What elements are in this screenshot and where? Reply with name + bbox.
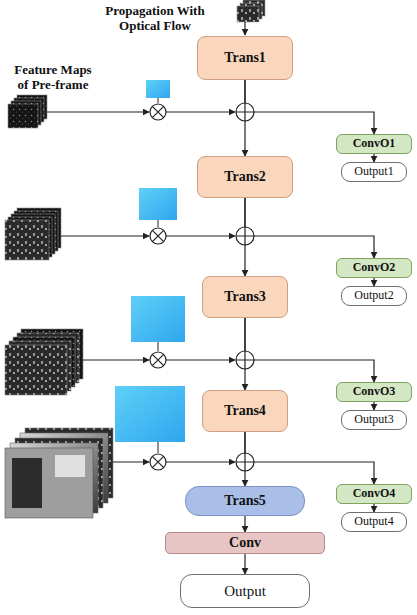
trans-block: Trans4 — [202, 390, 288, 432]
warp-arrow — [166, 111, 235, 112]
flow-link — [158, 220, 159, 227]
feature-stack — [8, 95, 47, 128]
side-conv-block: ConvO3 — [336, 382, 412, 402]
trans-block: Trans3 — [202, 276, 288, 318]
node-label: ConvO2 — [353, 261, 396, 274]
node-label: Trans1 — [224, 50, 266, 65]
connector — [373, 278, 374, 286]
connector — [373, 504, 374, 512]
add-circle — [236, 453, 254, 471]
add-circle — [236, 351, 254, 369]
node-label: ConvO3 — [353, 385, 396, 398]
multiply-circle — [150, 352, 166, 368]
multiply-circle — [150, 228, 166, 244]
node-label: Trans3 — [224, 289, 266, 304]
image-detail — [55, 455, 85, 477]
output-box: Output4 — [341, 512, 407, 532]
warp-arrow — [166, 235, 235, 236]
warp-arrow — [166, 461, 235, 462]
node-label: Output2 — [354, 289, 393, 302]
annotation-label: Propagation With Optical Flow — [100, 3, 210, 33]
connector — [245, 198, 374, 258]
add-cross — [236, 351, 254, 369]
connector — [244, 554, 245, 574]
add-cross — [236, 103, 254, 121]
add-circle — [236, 227, 254, 245]
connector — [245, 318, 374, 382]
side-conv-block: ConvO4 — [336, 484, 412, 504]
output-box: Output — [180, 574, 310, 608]
conv-block: Conv — [165, 532, 325, 554]
output-box: Output1 — [341, 162, 407, 182]
multiply-cross — [152, 106, 163, 117]
node-label: Conv — [229, 535, 261, 550]
trans-block: Trans2 — [197, 156, 293, 198]
multiply-cross — [152, 456, 163, 467]
node-label: ConvO4 — [353, 487, 396, 500]
node-label: ConvO1 — [353, 137, 396, 150]
output-box: Output3 — [341, 410, 407, 430]
feature-arrow — [113, 461, 149, 462]
warp-arrow — [166, 359, 235, 360]
multiply-cross — [152, 354, 163, 365]
multiply-symbol — [150, 104, 166, 470]
feature-map — [8, 104, 38, 128]
node-label: Output — [224, 583, 266, 600]
node-label: Trans4 — [224, 403, 266, 418]
annotation-label: Feature Maps of Pre-frame — [10, 62, 96, 92]
node-label: Output1 — [354, 165, 393, 178]
feature-stack — [5, 428, 113, 518]
feature-arrow — [83, 359, 149, 360]
feature-map — [5, 345, 67, 395]
multiply-circle — [150, 104, 166, 120]
flow-link — [158, 342, 159, 351]
trans-block: Trans5 — [185, 486, 305, 516]
feature-map — [5, 220, 49, 260]
connector — [373, 154, 374, 162]
feature-map — [237, 6, 259, 22]
feature-stack — [5, 208, 61, 260]
multiply-circle — [150, 454, 166, 470]
feature-map — [5, 448, 93, 518]
optical-flow — [115, 386, 185, 442]
node-label: Trans2 — [224, 169, 266, 184]
node-label: Output4 — [354, 515, 393, 528]
add-circle — [236, 103, 254, 121]
optical-flow — [146, 80, 170, 98]
optical-flow — [139, 188, 177, 220]
flow-link — [158, 442, 159, 453]
connector — [245, 80, 374, 134]
connector — [373, 402, 374, 410]
output-box: Output2 — [341, 286, 407, 306]
add-cross — [236, 227, 254, 245]
input-stack — [237, 0, 265, 22]
side-conv-block: ConvO2 — [336, 258, 412, 278]
add-cross — [236, 453, 254, 471]
connector — [245, 432, 374, 484]
connector — [244, 516, 245, 532]
input-arrow — [244, 22, 245, 35]
side-conv-block: ConvO1 — [336, 134, 412, 154]
optical-flow — [131, 296, 185, 342]
feature-stack — [5, 329, 83, 395]
flow-link — [158, 98, 159, 103]
feature-arrow — [61, 235, 149, 236]
node-label: Trans5 — [224, 493, 266, 508]
image-detail — [12, 458, 42, 508]
node-label: Output3 — [354, 413, 393, 426]
feature-arrow — [47, 111, 149, 112]
multiply-cross — [152, 230, 163, 241]
trans-block: Trans1 — [197, 36, 293, 80]
